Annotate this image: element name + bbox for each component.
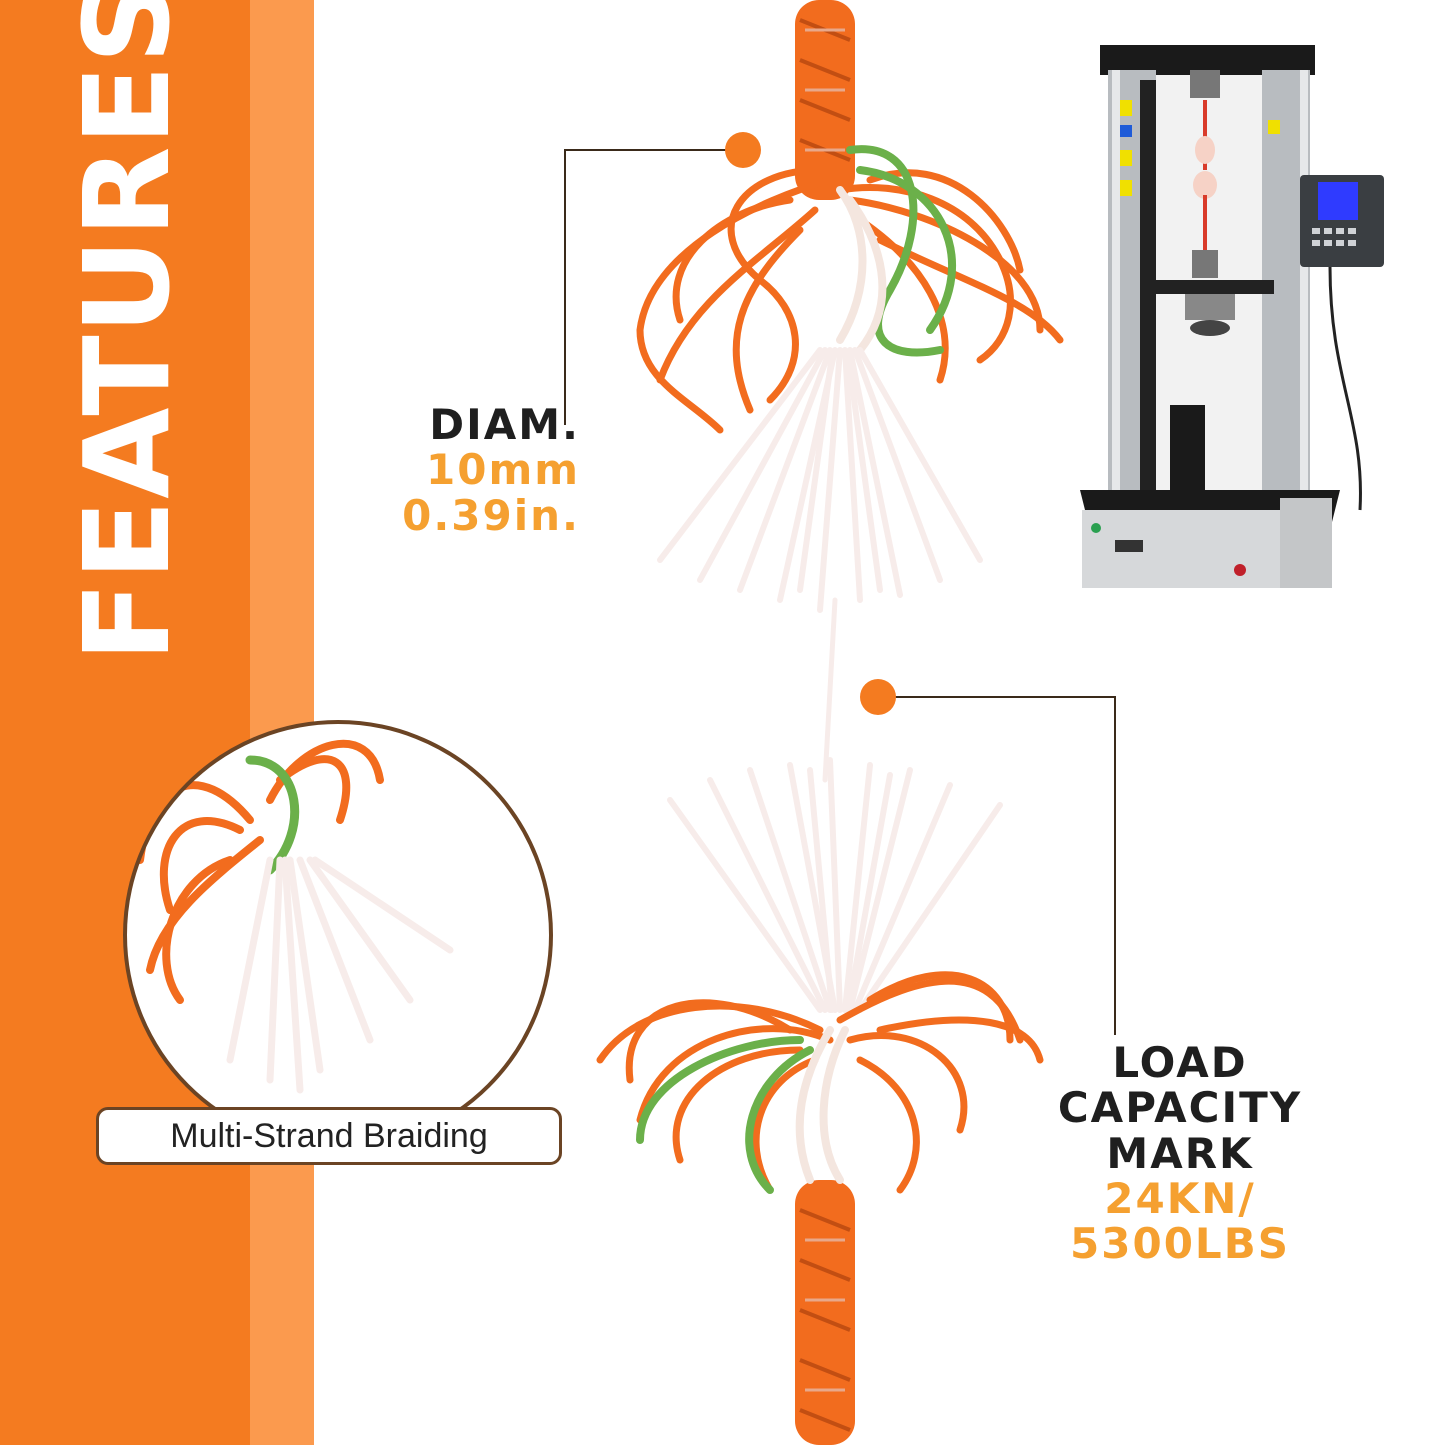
diameter-callout-line	[564, 149, 743, 425]
diameter-spec: DIAM. 10mm 0.39in.	[380, 402, 580, 538]
detail-caption: Multi-Strand Braiding	[96, 1107, 562, 1165]
load-callout-line	[878, 696, 1116, 1035]
load-capacity-line3: MARK	[1106, 1128, 1254, 1178]
load-capacity-line1: LOAD	[1112, 1038, 1248, 1087]
orange-dot-icon	[725, 132, 761, 168]
rope-top-segment	[795, 0, 855, 200]
load-capacity-kn-value: 24KN/	[1104, 1174, 1256, 1224]
upper-frayed-strands	[636, 145, 1064, 783]
diameter-metric-value: 10mm	[426, 445, 580, 495]
diameter-label: DIAM.	[429, 400, 580, 449]
load-capacity-lbs-value: 5300LBS	[1070, 1219, 1290, 1269]
braiding-detail-circle	[123, 720, 553, 1150]
diameter-imperial-value: 0.39in.	[402, 490, 580, 540]
lower-frayed-strands	[596, 757, 1044, 1194]
rope-bottom-segment	[795, 1180, 855, 1445]
load-capacity-line2: CAPACITY	[1057, 1083, 1303, 1133]
side-banner-stripe	[250, 0, 314, 1445]
load-capacity-spec: LOAD CAPACITY MARK 24KN/ 5300LBS	[1030, 1040, 1330, 1267]
tensile-testing-machine-icon	[1080, 45, 1384, 588]
side-banner	[0, 0, 250, 1445]
orange-dot-icon	[860, 679, 896, 715]
